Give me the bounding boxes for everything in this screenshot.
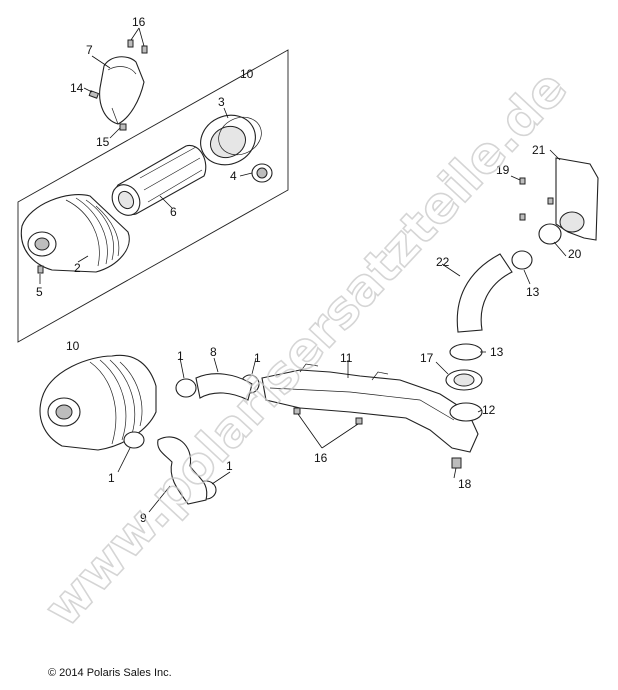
air-box-cover xyxy=(200,114,262,166)
callout-1-d: 1 xyxy=(226,459,233,473)
callout-10-lower: 10 xyxy=(66,339,80,353)
callout-8: 8 xyxy=(210,345,217,359)
screw-19-c xyxy=(547,197,554,205)
callout-12: 12 xyxy=(482,403,496,417)
callout-5: 5 xyxy=(36,285,43,299)
clamp-12 xyxy=(449,402,483,422)
boot-17 xyxy=(445,369,483,391)
air-box-bracket xyxy=(99,56,145,125)
callout-1-a: 1 xyxy=(177,349,184,363)
air-filter-element xyxy=(111,145,207,216)
leader-lines xyxy=(39,27,567,513)
callout-18: 18 xyxy=(458,477,472,491)
clamp-13-upper xyxy=(511,250,533,270)
intake-tube-22 xyxy=(456,253,513,333)
callout-4: 4 xyxy=(230,169,237,183)
callout-7: 7 xyxy=(86,43,93,57)
screw-14 xyxy=(88,90,100,99)
callout-14: 14 xyxy=(70,81,84,95)
fitting-18 xyxy=(451,457,462,469)
copyright-notice: © 2014 Polaris Sales Inc. xyxy=(48,667,172,679)
callout-9: 9 xyxy=(140,511,147,525)
callout-13-lower: 13 xyxy=(490,345,504,359)
callout-16-lower: 16 xyxy=(314,451,328,465)
clamp-20 xyxy=(538,223,562,245)
callout-20: 20 xyxy=(568,247,582,261)
callout-11: 11 xyxy=(340,351,353,365)
callout-13-upper: 13 xyxy=(526,285,540,299)
callout-1-b: 1 xyxy=(254,351,261,365)
hose-clamp-1c xyxy=(123,431,145,449)
screw-16-top xyxy=(127,39,148,54)
callout-21: 21 xyxy=(532,143,546,157)
callout-6: 6 xyxy=(170,205,177,219)
dust-valve xyxy=(251,163,273,183)
screw-19-a xyxy=(519,177,526,185)
assembly-frame xyxy=(17,49,289,343)
screw-16-left xyxy=(293,407,301,415)
screw-16-right xyxy=(355,417,363,425)
callout-15: 15 xyxy=(96,135,110,149)
callout-1-c: 1 xyxy=(108,471,115,485)
callout-17: 17 xyxy=(420,351,434,365)
intake-snorkel-21 xyxy=(555,157,599,241)
callout-22: 22 xyxy=(436,255,450,269)
callout-16-top: 16 xyxy=(132,15,146,29)
callout-10-top: 10 xyxy=(240,67,254,81)
callout-19: 19 xyxy=(496,163,510,177)
hose-8 xyxy=(195,373,253,401)
nut-15 xyxy=(119,123,127,131)
air-box-assembled xyxy=(39,354,157,451)
screw-19-b xyxy=(519,213,526,221)
clamp-13-lower xyxy=(449,343,483,361)
hose-9 xyxy=(157,436,208,505)
callout-3: 3 xyxy=(218,95,225,109)
callout-2: 2 xyxy=(74,261,81,275)
intake-duct-11 xyxy=(261,363,479,453)
air-box-body-upper xyxy=(20,194,130,273)
screw-5 xyxy=(37,265,44,274)
hose-clamp-1a xyxy=(175,378,197,398)
